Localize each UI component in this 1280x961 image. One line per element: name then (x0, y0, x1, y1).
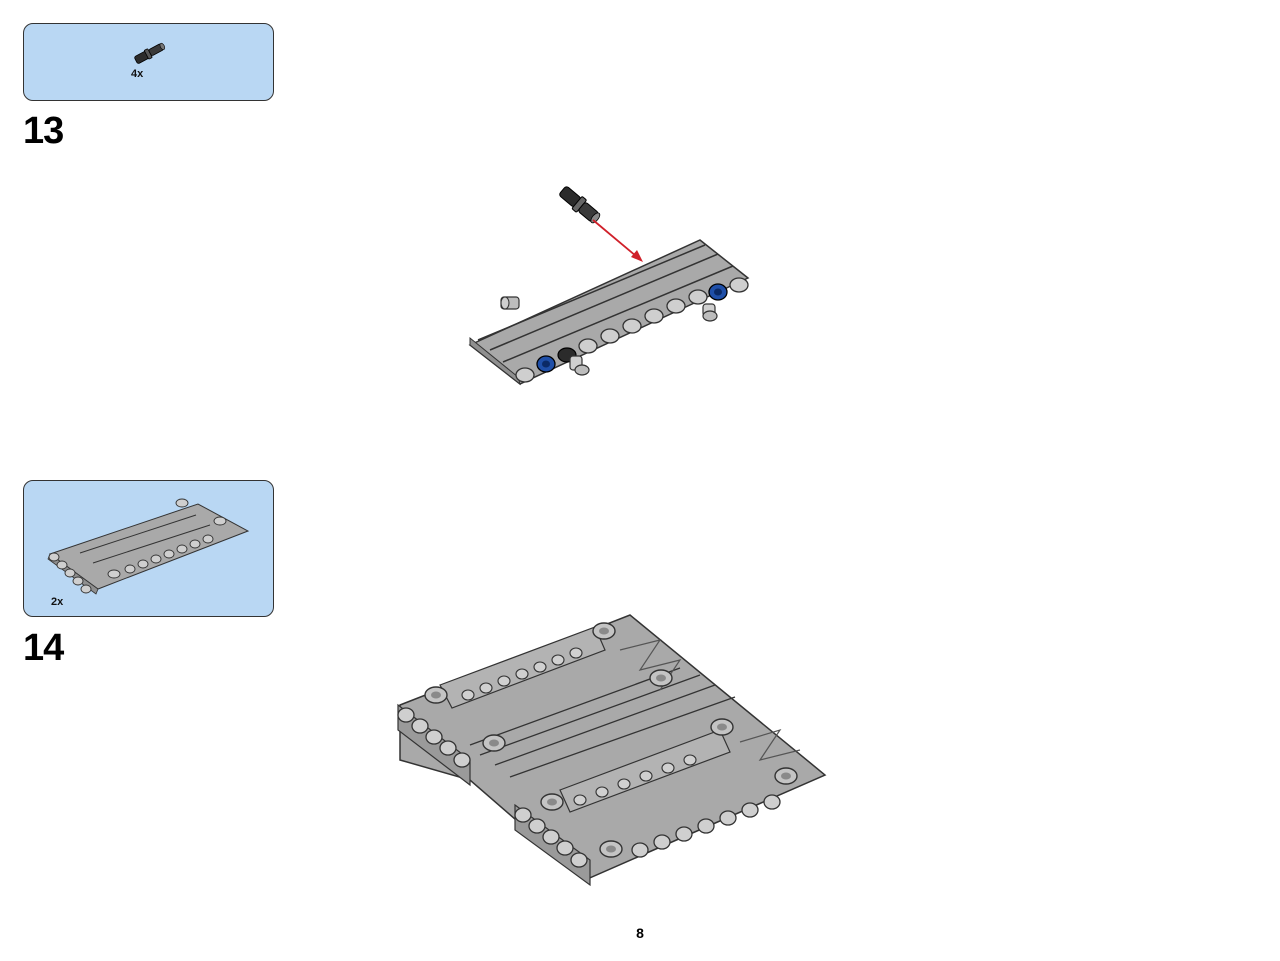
part-quantity: 2x (51, 596, 64, 608)
step-number: 14 (23, 627, 64, 669)
loose-black-pin (559, 186, 601, 224)
pin-icon (134, 42, 166, 64)
panel-icon (47, 498, 250, 595)
page-number: 8 (636, 925, 644, 941)
part-quantity: 4x (131, 68, 144, 80)
top-pin (500, 296, 520, 310)
step-number: 13 (23, 110, 64, 152)
inserted-grey-pin (702, 303, 718, 322)
inserted-black-pin (557, 347, 590, 376)
insertion-arrow-icon (592, 219, 643, 262)
step-13-parts-list: 4x (23, 23, 274, 101)
step-14-parts-list: 2x (23, 480, 274, 617)
